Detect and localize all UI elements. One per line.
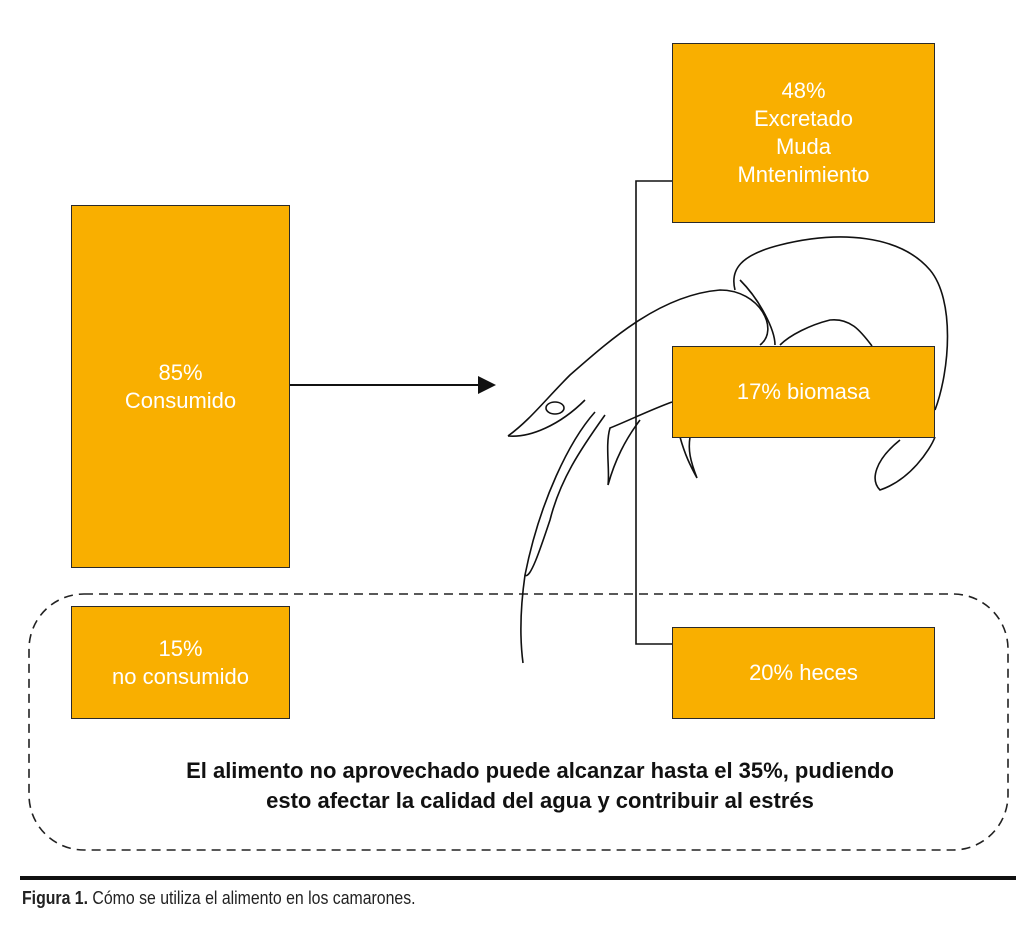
consumed-box: 85%Consumido (71, 205, 290, 568)
not-consumed-percent: 15% (158, 635, 203, 661)
biomass-box: 17% biomasa (672, 346, 935, 438)
shrimp-icon (507, 236, 949, 664)
molt-label: Muda (775, 134, 832, 159)
excreted-label: Excretado (753, 106, 854, 131)
figure-caption: Figura 1. Cómo se utiliza el alimento en… (22, 888, 416, 909)
excreted-percent: 48% (781, 78, 826, 103)
caption-label: Figura 1. (22, 888, 89, 908)
consumed-label: Consumido (124, 387, 237, 413)
not-consumed-box: 15%no consumido (71, 606, 290, 719)
not-consumed-label: no consumido (112, 663, 249, 689)
feces-label: 20% heces (749, 660, 858, 685)
unused-feed-note: El alimento no aprovechado puede alcanza… (60, 756, 1020, 816)
note-line-1: El alimento no aprovechado puede alcanza… (186, 758, 894, 783)
consumed-percent: 85% (158, 359, 203, 385)
feces-box: 20% heces (672, 627, 935, 719)
note-line-2: esto afectar la calidad del agua y contr… (266, 788, 814, 813)
caption-text: Cómo se utiliza el alimento en los camar… (88, 888, 416, 908)
unused-feed-dashed-region (28, 593, 1009, 851)
caption-divider (20, 876, 1016, 880)
biomass-label: 17% biomasa (736, 379, 871, 404)
arrow-head-icon (478, 376, 496, 394)
connector-bracket (635, 180, 672, 645)
maintenance-label: Mntenimiento (737, 162, 870, 187)
